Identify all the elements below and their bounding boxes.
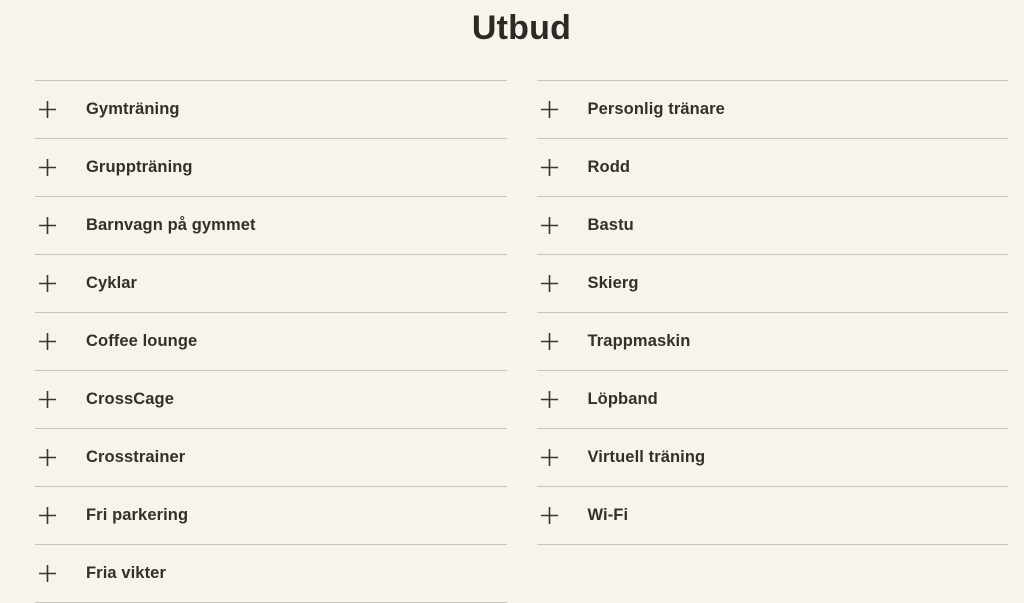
accordion-item-label: Gruppträning: [86, 157, 193, 176]
accordion-column-right: Personlig tränare Rodd Bastu Skierg Trap…: [536, 79, 1008, 603]
page-title: Utbud: [471, 9, 572, 47]
plus-icon: [540, 274, 559, 293]
accordion-item-barnvagn-pa-gymmet[interactable]: Barnvagn på gymmet: [35, 197, 507, 255]
accordion-item-lopband[interactable]: Löpband: [536, 371, 1008, 429]
plus-icon: [38, 506, 57, 525]
plus-icon: [540, 332, 559, 351]
plus-icon: [540, 216, 559, 235]
accordion-item-label: Rodd: [587, 157, 631, 176]
accordion-item-grupptraning[interactable]: Gruppträning: [35, 139, 507, 197]
plus-icon: [38, 564, 57, 583]
accordion-item-label: Trappmaskin: [587, 331, 691, 350]
plus-icon: [38, 390, 57, 409]
accordion-item-label: Skierg: [587, 273, 639, 292]
accordion-item-label: Fri parkering: [86, 505, 189, 524]
accordion-item-fria-vikter[interactable]: Fria vikter: [35, 545, 507, 603]
accordion-item-label: CrossCage: [86, 389, 175, 408]
accordion-item-crosscage[interactable]: CrossCage: [35, 371, 507, 429]
accordion-column-left: Gymträning Gruppträning Barnvagn på gymm…: [35, 79, 507, 603]
plus-icon: [540, 506, 559, 525]
plus-icon: [540, 158, 559, 177]
accordion-item-coffee-lounge[interactable]: Coffee lounge: [35, 313, 507, 371]
accordion-item-label: Löpband: [587, 389, 658, 408]
plus-icon: [38, 332, 57, 351]
accordion-item-personlig-tranare[interactable]: Personlig tränare: [536, 81, 1008, 139]
plus-icon: [38, 158, 57, 177]
accordion-item-label: Coffee lounge: [86, 331, 198, 350]
accordion-item-crosstrainer[interactable]: Crosstrainer: [35, 429, 507, 487]
plus-icon: [38, 274, 57, 293]
accordion-item-bastu[interactable]: Bastu: [536, 197, 1008, 255]
accordion-item-label: Fria vikter: [86, 563, 166, 582]
accordion-item-rodd[interactable]: Rodd: [536, 139, 1008, 197]
accordion-item-cyklar[interactable]: Cyklar: [35, 255, 507, 313]
accordion-item-label: Wi-Fi: [587, 505, 629, 524]
accordion-item-fri-parkering[interactable]: Fri parkering: [35, 487, 507, 545]
accordion-item-label: Personlig tränare: [587, 99, 725, 118]
accordion-item-skierg[interactable]: Skierg: [536, 255, 1008, 313]
accordion-item-label: Cyklar: [86, 273, 138, 292]
accordion-item-label: Gymträning: [86, 99, 180, 118]
accordion-item-virtuell-traning[interactable]: Virtuell träning: [536, 429, 1008, 487]
plus-icon: [540, 448, 559, 467]
plus-icon: [38, 216, 57, 235]
accordion-item-label: Barnvagn på gymmet: [86, 215, 256, 234]
plus-icon: [38, 100, 57, 119]
accordion-columns: Gymträning Gruppträning Barnvagn på gymm…: [35, 79, 1008, 603]
plus-icon: [540, 100, 559, 119]
plus-icon: [38, 448, 57, 467]
plus-icon: [540, 390, 559, 409]
utbud-page: Utbud Gymträning Gruppträning Barnvagn p…: [0, 8, 1024, 603]
accordion-item-label: Crosstrainer: [86, 447, 186, 466]
accordion-item-trappmaskin[interactable]: Trappmaskin: [536, 313, 1008, 371]
accordion-item-wifi[interactable]: Wi-Fi: [536, 487, 1008, 545]
accordion-item-gymtraning[interactable]: Gymträning: [35, 81, 507, 139]
accordion-item-label: Bastu: [587, 215, 634, 234]
accordion-item-label: Virtuell träning: [587, 447, 706, 466]
